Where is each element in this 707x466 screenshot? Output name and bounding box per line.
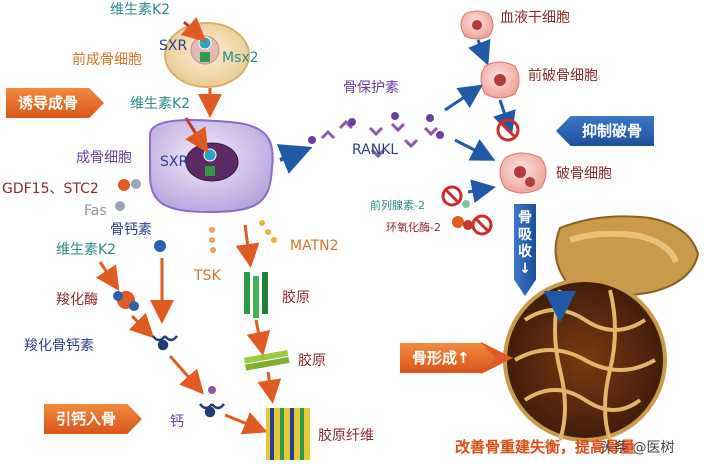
arrow-vk2-to-enzyme (96, 261, 120, 291)
tag-induce-bone: 诱导成骨 (6, 88, 105, 118)
hsc-label: 血液干细胞 (500, 10, 570, 26)
tag-inhibit-osteoclast: 抑制破骨 (556, 116, 655, 146)
gdf-label: GDF15、STC2 (2, 181, 99, 197)
sxr-receptor-main (203, 148, 217, 162)
carboxy-oc-label: 羧化骨钙素 (24, 338, 94, 354)
fas-dot (115, 201, 125, 211)
preosteoclast-label: 前破骨细胞 (528, 68, 598, 84)
preosteoblast-label: 前成骨细胞 (72, 52, 142, 68)
collagen1-label: 胶原 (282, 290, 310, 306)
arrow-vk2-to-sxr (180, 17, 207, 42)
carboxy-oc-icon (152, 335, 178, 351)
arrow-vk2-to-nucleus (184, 117, 209, 154)
matn2-label: MATN2 (290, 238, 339, 254)
arrow-rankl-to-oc (454, 138, 496, 161)
fas-label: Fas (84, 203, 107, 219)
arrow-oc-to-calcium (168, 355, 204, 395)
arrow-enzyme-to-oc (128, 312, 155, 339)
vk2-left-label: 维生素K2 (56, 242, 117, 258)
osteocalcin-label: 骨钙素 (110, 222, 152, 238)
msx2-label: Msx2 (222, 50, 259, 66)
sxr-main-label: SXR (160, 154, 189, 170)
cox2-label: 环氧化酶-2 (386, 221, 441, 234)
vk2-mid-label: 维生素K2 (130, 96, 191, 112)
arrow-ob-to-collagen (235, 224, 260, 268)
msx2-marker-main (205, 166, 215, 176)
collagen-bundle (243, 350, 290, 371)
arrow-hsc-to-pre (468, 38, 491, 66)
block-sign-cox2 (471, 214, 493, 236)
msx2-marker (200, 52, 210, 62)
conclusion-text: 改善骨重建失衡，提高骨量 (455, 438, 636, 456)
calcium-label: 钙 (170, 414, 184, 430)
gdf-dot (118, 179, 130, 191)
collagen-fibril (266, 408, 310, 460)
calcium-binding-icon (199, 403, 225, 418)
gdf-dot-2 (131, 179, 141, 189)
tag-calcium-into-bone: 引钙入骨 (44, 404, 143, 434)
carboxylase-label: 羧化酶 (56, 292, 98, 308)
arrow-pre-to-oc (492, 99, 516, 136)
tag-bone-resorption: 骨吸收↓ (514, 204, 536, 296)
sxr-top-label: SXR (159, 38, 188, 54)
opg-label: 骨保护素 (343, 80, 399, 96)
watermark: 头条 @医树 (600, 440, 675, 456)
fibril-label: 胶原纤维 (318, 428, 374, 444)
block-sign-pge2 (441, 185, 463, 207)
arrow-ob-to-rankl (276, 144, 313, 174)
osteocalcin-dot (154, 240, 166, 252)
osteoclast-label: 破骨细胞 (556, 166, 612, 182)
collagen-helix (244, 272, 268, 318)
bone-trabeculae (514, 289, 656, 441)
arrow-rankl-to-preoc (444, 84, 483, 112)
arrow-calcium-to-fiber (224, 412, 268, 435)
rankl-cluster (320, 119, 439, 159)
rankl-label: RANKL (352, 142, 399, 158)
collagen2-label: 胶原 (298, 353, 326, 369)
tag-bone-formation: 骨形成↑ (400, 343, 496, 373)
tsk-label: TSK (194, 268, 221, 284)
osteoblast-label: 成骨细胞 (76, 150, 132, 166)
pge2-label: 前列腺素-2 (370, 199, 425, 212)
block-sign-1 (496, 118, 520, 142)
vk2-top-label: 维生素K2 (110, 2, 171, 18)
